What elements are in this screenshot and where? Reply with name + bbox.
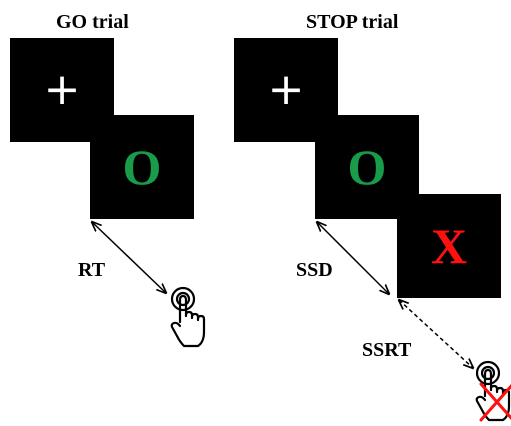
- ssd-arrow: [317, 222, 389, 294]
- stop-trial-title: STOP trial: [306, 11, 399, 33]
- stop-signal-letter: X: [430, 218, 468, 274]
- rt-label: RT: [78, 259, 106, 281]
- stop-signal-screen: X: [397, 194, 501, 298]
- rt-arrow: [92, 222, 166, 293]
- go-signal-screen: O: [90, 115, 194, 219]
- ssd-label: SSD: [296, 259, 333, 281]
- go-signal-letter: O: [347, 139, 387, 195]
- ssrt-label: SSRT: [362, 339, 412, 361]
- cross-out-mark: [479, 382, 511, 422]
- hand-tap-icon: [170, 286, 206, 348]
- go-trial-title: GO trial: [56, 11, 129, 33]
- hand-tap-crossed-icon: [475, 360, 511, 422]
- fixation-cross: +: [267, 64, 305, 115]
- fixation-cross: +: [43, 64, 81, 115]
- ssrt-arrow: [399, 300, 473, 368]
- go-signal-letter: O: [122, 139, 162, 195]
